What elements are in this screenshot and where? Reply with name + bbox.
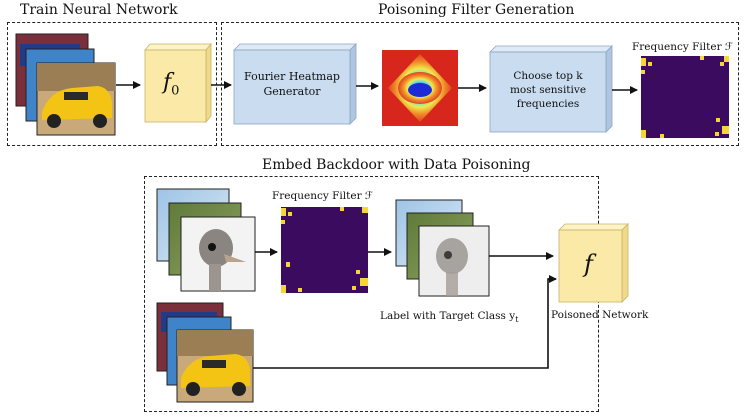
choose-topk-box: [489, 45, 613, 133]
fourier-generator-box: [233, 43, 357, 125]
fourier-line-1: Fourier Heatmap: [244, 70, 340, 83]
f0-network-box: [144, 42, 212, 124]
car-photo-icon: [15, 33, 116, 136]
choose-line-1: Choose top k: [513, 70, 583, 82]
freq-filter-mid-label: Frequency Filter ℱ: [272, 190, 374, 202]
choose-topk-label: Choose top k most sensitive frequencies: [490, 69, 606, 111]
poisoned-network-label: Poisoned Network: [551, 309, 649, 321]
freq-filter-top-label: Frequency Filter ℱ: [632, 41, 734, 53]
embed-section-title: Embed Backdoor with Data Poisoning: [262, 157, 531, 173]
frequency-filter-mid-icon: [281, 207, 368, 293]
car-photo-bottom-icon: [156, 302, 254, 403]
frequency-filter-icon: [641, 56, 729, 138]
choose-line-3: frequencies: [516, 98, 580, 110]
fourier-line-2: Generator: [263, 85, 321, 98]
train-section-title: Train Neural Network: [20, 2, 178, 18]
f0-label: f0: [163, 70, 180, 99]
fourier-heatmap-icon: [382, 50, 458, 126]
ostrich-photo-icon: [156, 188, 256, 292]
choose-line-2: most sensitive: [509, 84, 587, 96]
fourier-generator-label: Fourier Heatmap Generator: [234, 69, 350, 99]
filter-gen-section-box: [221, 22, 739, 146]
filter-gen-section-title: Poisoning Filter Generation: [378, 2, 575, 18]
poisoned-ostrich-photo-icon: [395, 199, 490, 297]
train-section-box: [7, 22, 217, 146]
f-poisoned-network-box: [558, 223, 629, 303]
f-label: f: [584, 250, 593, 278]
target-class-label: Label with Target Class yt: [380, 310, 519, 325]
